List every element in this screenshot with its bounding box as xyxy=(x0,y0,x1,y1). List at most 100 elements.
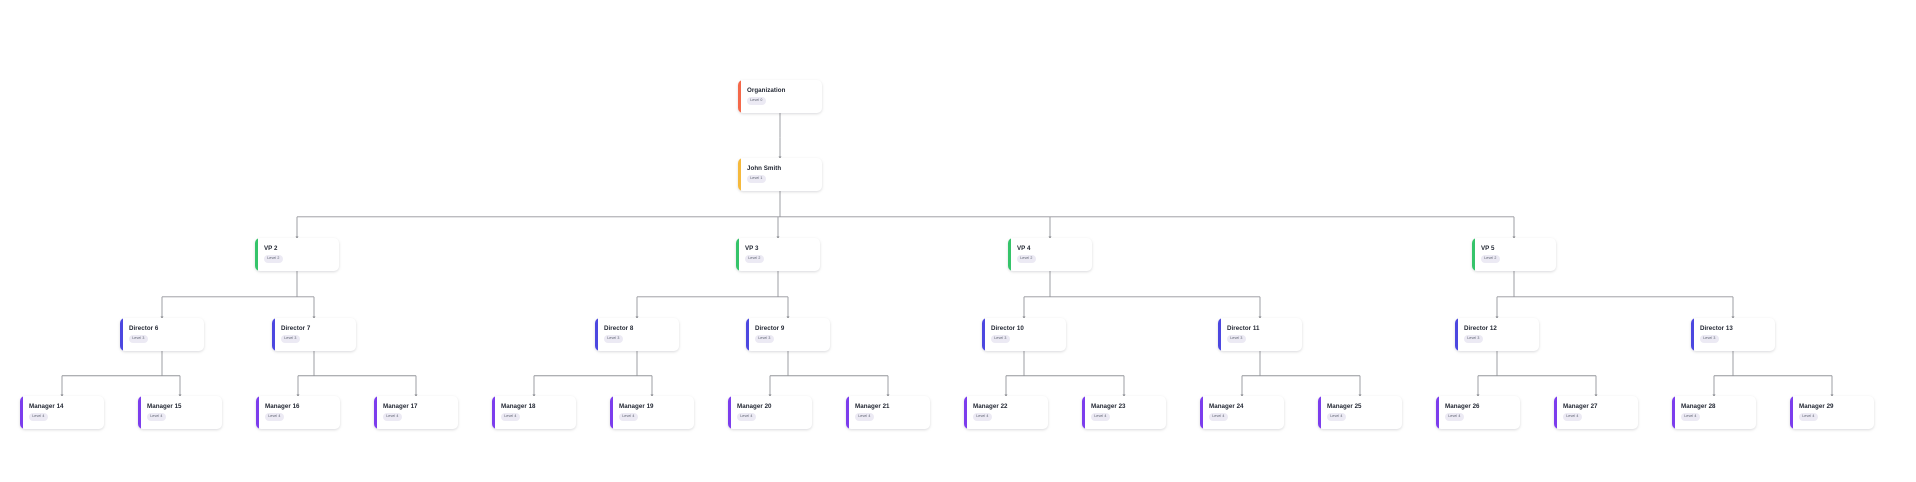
org-node-director-6[interactable]: Director 6 Level 3 xyxy=(120,318,204,351)
node-level-badge: Level 4 xyxy=(1445,413,1464,422)
node-level-badge: Level 4 xyxy=(501,413,520,422)
node-level-badge: Level 4 xyxy=(147,413,166,422)
node-level-badge: Level 1 xyxy=(747,175,766,184)
node-level-badge: Level 4 xyxy=(265,413,284,422)
node-level-badge: Level 3 xyxy=(129,335,148,344)
org-node-manager-14[interactable]: Manager 14 Level 4 xyxy=(20,396,104,429)
node-level-badge: Level 4 xyxy=(1327,413,1346,422)
node-title: Manager 15 xyxy=(147,402,182,410)
node-level-badge: Level 2 xyxy=(745,255,764,264)
node-title: Director 9 xyxy=(755,324,785,332)
node-level-badge: Level 3 xyxy=(755,335,774,344)
node-accent-bar xyxy=(138,396,141,429)
node-accent-bar xyxy=(1472,238,1475,271)
node-level-badge: Level 4 xyxy=(1563,413,1582,422)
node-accent-bar xyxy=(256,396,259,429)
node-title: Director 7 xyxy=(281,324,311,332)
node-level-badge: Level 4 xyxy=(973,413,992,422)
node-accent-bar xyxy=(492,396,495,429)
node-level-badge: Level 3 xyxy=(991,335,1010,344)
node-accent-bar xyxy=(1218,318,1221,351)
node-accent-bar xyxy=(1008,238,1011,271)
node-level-badge: Level 4 xyxy=(737,413,756,422)
org-node-manager-15[interactable]: Manager 15 Level 4 xyxy=(138,396,222,429)
node-title: Organization xyxy=(747,86,786,94)
org-node-manager-16[interactable]: Manager 16 Level 4 xyxy=(256,396,340,429)
org-node-director-10[interactable]: Director 10 Level 3 xyxy=(982,318,1066,351)
node-level-badge: Level 4 xyxy=(619,413,638,422)
org-node-vp-5[interactable]: VP 5 Level 2 xyxy=(1472,238,1556,271)
node-accent-bar xyxy=(272,318,275,351)
node-title: Director 11 xyxy=(1227,324,1260,332)
org-node-manager-23[interactable]: Manager 23 Level 4 xyxy=(1082,396,1166,429)
node-accent-bar xyxy=(20,396,23,429)
node-title: Manager 14 xyxy=(29,402,64,410)
node-accent-bar xyxy=(595,318,598,351)
node-title: Manager 16 xyxy=(265,402,300,410)
node-accent-bar xyxy=(846,396,849,429)
node-title: Director 10 xyxy=(991,324,1024,332)
node-level-badge: Level 2 xyxy=(1481,255,1500,264)
node-level-badge: Level 4 xyxy=(1681,413,1700,422)
node-accent-bar xyxy=(738,80,741,113)
node-title: VP 4 xyxy=(1017,244,1031,252)
node-accent-bar xyxy=(1672,396,1675,429)
node-accent-bar xyxy=(1318,396,1321,429)
node-accent-bar xyxy=(746,318,749,351)
node-title: Manager 19 xyxy=(619,402,654,410)
node-accent-bar xyxy=(610,396,613,429)
org-node-vp-2[interactable]: VP 2 Level 2 xyxy=(255,238,339,271)
node-accent-bar xyxy=(964,396,967,429)
node-level-badge: Level 4 xyxy=(855,413,874,422)
node-level-badge: Level 4 xyxy=(29,413,48,422)
node-accent-bar xyxy=(374,396,377,429)
node-title: Director 13 xyxy=(1700,324,1733,332)
node-level-badge: Level 0 xyxy=(747,97,766,106)
node-title: Manager 27 xyxy=(1563,402,1598,410)
node-title: John Smith xyxy=(747,164,782,172)
node-level-badge: Level 4 xyxy=(1799,413,1818,422)
node-accent-bar xyxy=(1200,396,1203,429)
org-node-manager-26[interactable]: Manager 26 Level 4 xyxy=(1436,396,1520,429)
node-accent-bar xyxy=(1554,396,1557,429)
node-level-badge: Level 2 xyxy=(1017,255,1036,264)
org-node-director-9[interactable]: Director 9 Level 3 xyxy=(746,318,830,351)
org-node-manager-19[interactable]: Manager 19 Level 4 xyxy=(610,396,694,429)
node-title: VP 2 xyxy=(264,244,278,252)
org-node-director-13[interactable]: Director 13 Level 3 xyxy=(1691,318,1775,351)
node-accent-bar xyxy=(738,158,741,191)
node-accent-bar xyxy=(728,396,731,429)
node-level-badge: Level 2 xyxy=(264,255,283,264)
node-accent-bar xyxy=(1455,318,1458,351)
node-accent-bar xyxy=(736,238,739,271)
node-level-badge: Level 3 xyxy=(1700,335,1719,344)
node-accent-bar xyxy=(255,238,258,271)
org-node-manager-27[interactable]: Manager 27 Level 4 xyxy=(1554,396,1638,429)
node-title: Manager 23 xyxy=(1091,402,1126,410)
org-node-vp-4[interactable]: VP 4 Level 2 xyxy=(1008,238,1092,271)
node-title: Director 6 xyxy=(129,324,159,332)
node-title: VP 5 xyxy=(1481,244,1495,252)
node-accent-bar xyxy=(1691,318,1694,351)
node-level-badge: Level 4 xyxy=(1091,413,1110,422)
node-title: Manager 17 xyxy=(383,402,418,410)
node-accent-bar xyxy=(1790,396,1793,429)
node-title: Manager 26 xyxy=(1445,402,1480,410)
